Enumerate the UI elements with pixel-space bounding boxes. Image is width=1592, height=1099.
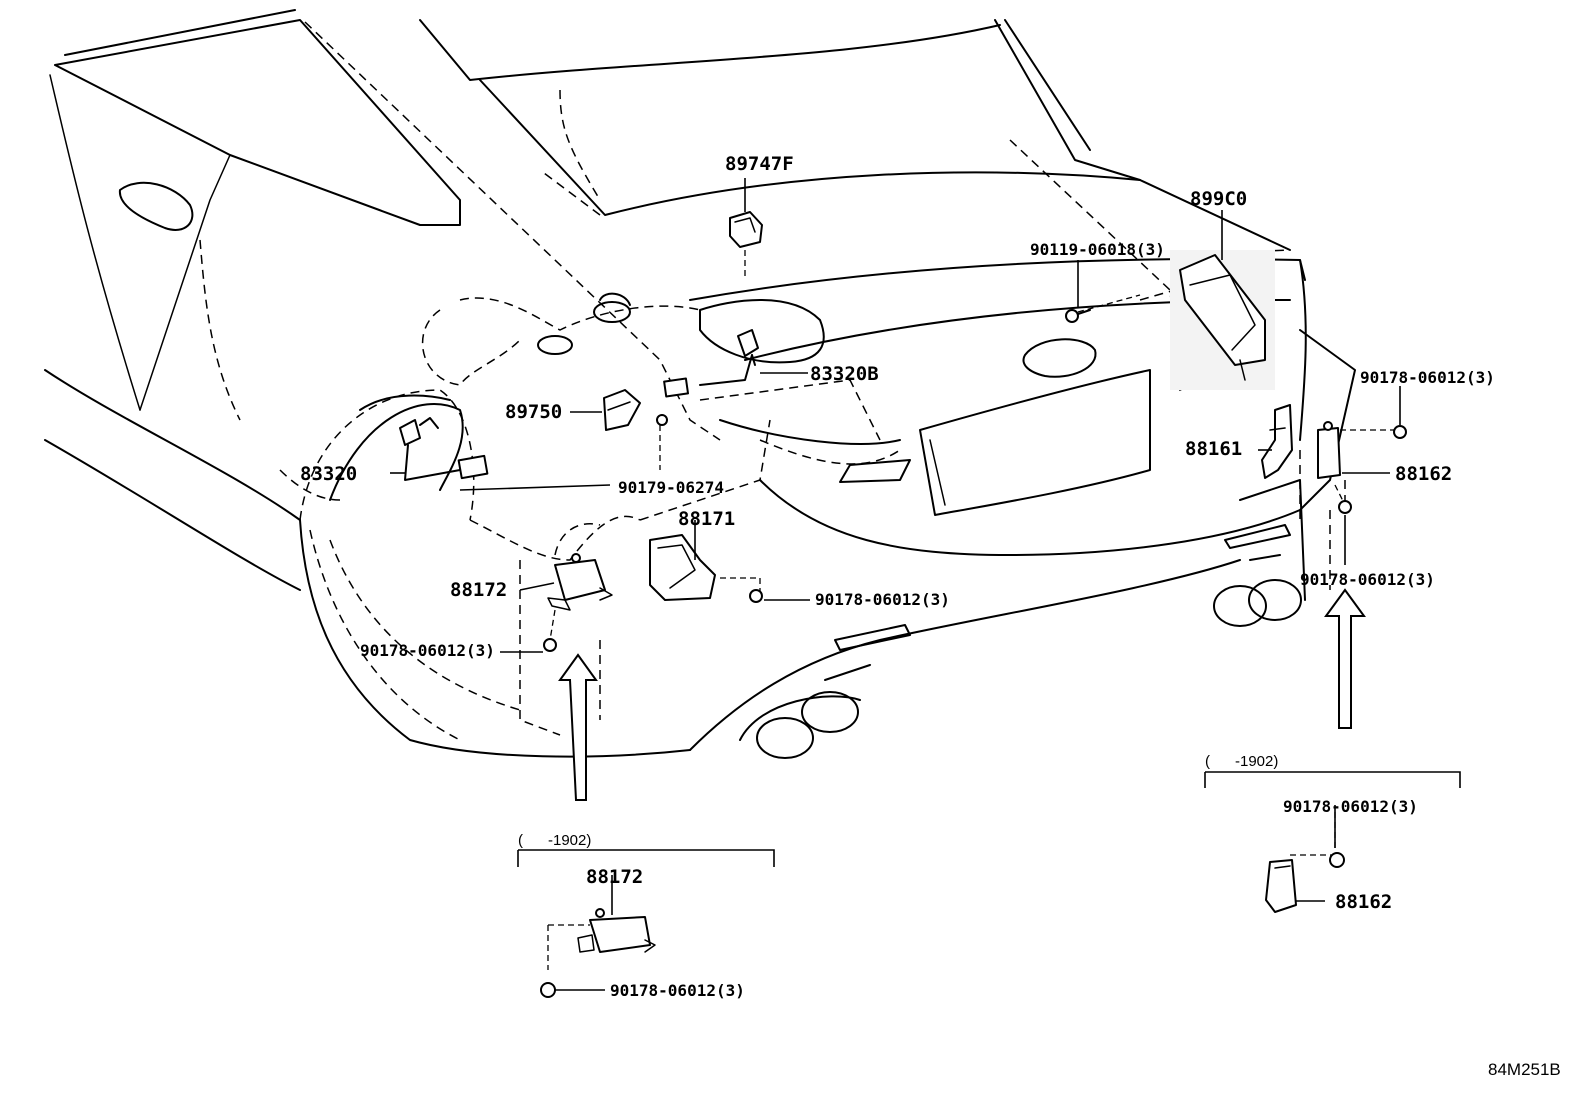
part-89747F-shape — [729, 211, 763, 248]
inset-right — [1204, 771, 1461, 913]
part-83320-shape — [399, 417, 489, 481]
inset-right-nut-shape — [1329, 852, 1345, 868]
part-88171-shape — [649, 534, 716, 601]
label-90178-06012-c: 90178-06012(3) — [1360, 368, 1495, 387]
label-90178-06012-a: 90178-06012(3) — [815, 590, 950, 609]
arrow-to-left-module — [558, 653, 598, 801]
leader-lines — [390, 178, 1401, 991]
inset-right-range: ( -1902) — [1205, 753, 1278, 770]
label-899C0: 899C0 — [1190, 188, 1247, 210]
drawing-code: 84M251B — [1488, 1060, 1561, 1079]
part-88161-shape — [1261, 404, 1293, 479]
inset-right-part-shape — [1265, 859, 1297, 913]
label-83320: 83320 — [300, 463, 357, 485]
label-83320B: 83320B — [810, 363, 879, 385]
nut-90178-d-shape — [1338, 500, 1352, 514]
part-88162-shape — [1317, 421, 1341, 479]
label-90178-06012-b: 90178-06012(3) — [360, 641, 495, 660]
label-90179-06274: 90179-06274 — [618, 478, 724, 497]
label-90119-06018: 90119-06018(3) — [1030, 240, 1165, 259]
nut-90178-c-shape — [1393, 425, 1407, 439]
part-83320B-shape — [663, 329, 759, 398]
hidden-lines — [199, 21, 1400, 970]
inset-left-part-label: 88172 — [586, 866, 643, 888]
nut-90178-a-shape — [749, 589, 763, 603]
inset-right-part-label: 88162 — [1335, 891, 1392, 913]
label-90178-06012-d: 90178-06012(3) — [1300, 570, 1435, 589]
inset-left-part-shape — [577, 908, 656, 953]
label-88172: 88172 — [450, 579, 507, 601]
clip-90179-shape — [656, 414, 668, 426]
label-88161: 88161 — [1185, 438, 1242, 460]
parts — [399, 211, 1407, 652]
label-88171: 88171 — [678, 508, 735, 530]
arrow-to-right-module — [1324, 588, 1366, 729]
label-88162: 88162 — [1395, 463, 1452, 485]
part-89750-shape — [603, 389, 641, 431]
inset-right-fastener-label: 90178-06012(3) — [1283, 797, 1418, 816]
label-89750: 89750 — [505, 401, 562, 423]
part-899C0-shape — [1170, 250, 1275, 390]
nut-90178-b-shape — [543, 638, 557, 652]
label-89747F: 89747F — [725, 153, 794, 175]
part-88172-shape — [547, 553, 613, 611]
labels: 89747F 899C0 90119-06018(3) 83320B 89750… — [300, 153, 1561, 1079]
bolt-90119-shape — [1065, 309, 1091, 323]
inset-left-fastener-label: 90178-06012(3) — [610, 981, 745, 1000]
inset-left — [517, 849, 775, 998]
inset-left-range: ( -1902) — [518, 832, 591, 849]
inset-left-nut-shape — [540, 982, 556, 998]
